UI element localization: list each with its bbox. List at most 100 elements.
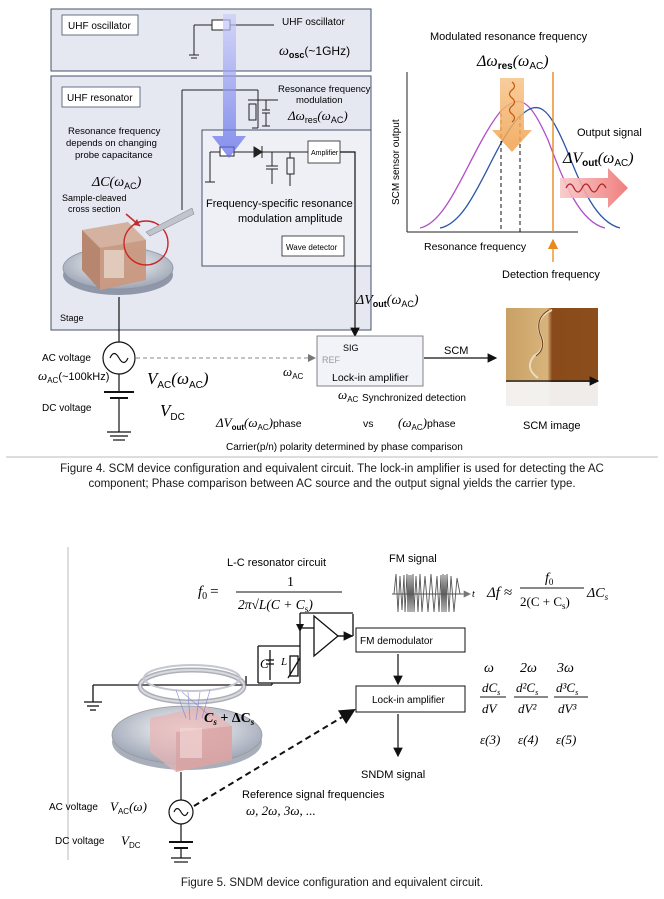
lockin-label-fig4: Lock-in amplifier [332, 372, 409, 384]
fm-signal-waveform [392, 573, 462, 613]
cs-plus-delta-cs: Cs + ΔCs [204, 711, 255, 727]
lc-resonator-circuit [84, 612, 354, 711]
sample-cleaved-line1: Sample-cleaved [62, 193, 127, 203]
svg-text:d³Cs: d³Cs [556, 680, 578, 697]
plot-top-title: Modulated resonance frequency [430, 31, 588, 43]
svg-text:Δf ≈: Δf ≈ [486, 585, 512, 601]
res-freq-mod-line2: modulation [296, 95, 342, 106]
output-signal-arrow [560, 168, 628, 208]
res-freq-mod-line1: Resonance frequency [278, 84, 371, 95]
lockin-label-fig5: Lock-in amplifier [372, 695, 445, 706]
signal-line-to-lockin [340, 151, 360, 338]
lc-circuit-title: L-C resonator circuit [227, 557, 326, 569]
stage-and-sample [62, 207, 195, 295]
uhf-beam [212, 14, 246, 158]
lockin-ref-label: REF [322, 355, 341, 365]
depends-line2: depends on changing [66, 138, 157, 149]
detection-frequency-label: Detection frequency [502, 269, 600, 281]
oscillator-circuit-symbol [189, 19, 274, 59]
svg-text:dV: dV [482, 701, 499, 716]
svg-text:ω: ω [484, 661, 494, 676]
sndm-probe-and-sample [111, 664, 263, 772]
svg-text:dCs: dCs [482, 680, 500, 697]
uhf-oscillator-symbol-label: UHF oscillator [282, 17, 345, 28]
freq-specific-line1: Frequency-specific resonance [206, 198, 353, 210]
scm-image [506, 308, 600, 406]
dc-voltage-label-fig5: DC voltage [55, 836, 105, 847]
fm-demodulator-label: FM demodulator [360, 636, 433, 647]
c-label: C [260, 656, 269, 671]
v-ac-label-fig4: VAC(ωAC) [147, 369, 209, 391]
reference-dashed-arrow-fig5 [193, 708, 356, 807]
vs-label: vs [363, 418, 374, 430]
output-signal-dv: ΔVout(ωAC) [562, 150, 634, 169]
figure5-caption: Figure 5. SNDM device configuration and … [180, 877, 484, 889]
phase-comparison-right: (ωAC)phase [398, 415, 456, 432]
fm-signal-label: FM signal [389, 553, 437, 565]
svg-text:dV²: dV² [518, 701, 537, 716]
svg-text:dV³: dV³ [558, 701, 577, 716]
ref-freq-list: ω, 2ω, 3ω, ... [246, 803, 316, 818]
plot-delta-omega: Δωres(ωAC) [476, 53, 549, 72]
plot-y-axis-label: SCM sensor output [391, 119, 402, 205]
svg-text:3ω: 3ω [556, 661, 574, 676]
figure4-caption: Figure 4. SCM device configuration and e… [10, 462, 654, 492]
amplifier-label: Amplifier [311, 150, 339, 157]
sample-cleaved-line2: cross section [68, 204, 121, 214]
svg-text:ε(5): ε(5) [556, 732, 576, 747]
depends-line3: probe capacitance [75, 150, 153, 161]
svg-text:f0: f0 [545, 571, 554, 587]
ac-dc-source-fig4 [102, 297, 136, 441]
modulation-arrow [492, 78, 532, 152]
omega-ac-sync: ωAC [338, 387, 359, 404]
lockin-amplifier-box-fig5 [355, 685, 466, 713]
svg-text:1: 1 [287, 575, 294, 590]
dc-voltage-label-fig4: DC voltage [42, 403, 92, 414]
omega-ac-freq-label: ωAC(~100kHz) [38, 368, 109, 385]
omega-osc: ωosc(~1GHz) [279, 44, 350, 60]
wave-detector-box [281, 235, 345, 257]
cross-section-highlight [123, 220, 169, 266]
svg-text:2ω: 2ω [520, 661, 537, 676]
plot-x-axis-label: Resonance frequency [424, 241, 527, 253]
svg-text:ΔCs: ΔCs [586, 586, 609, 602]
scm-arrow-label: SCM [444, 345, 468, 357]
figure4-caption-line2: component; Phase comparison between AC s… [88, 478, 576, 490]
resonance-curve-original [439, 107, 621, 229]
depends-line1: Resonance frequency [68, 126, 161, 137]
resonance-plot: Modulated resonance frequency Δωres(ωAC)… [391, 31, 642, 281]
lockin-amplifier-box-fig4 [316, 335, 424, 387]
fm-demodulator-box [355, 627, 466, 653]
sync-detection-label: Synchronized detection [362, 393, 466, 404]
v-dc-label-fig4: VDC [160, 401, 185, 423]
delta-omega-res-label: Δωres(ωAC) [287, 108, 348, 125]
v-dc-label-fig5: VDC [121, 833, 141, 850]
svg-text:f0=: f0= [198, 584, 219, 602]
phase-comparison-left: ΔVout(ωAC)phase [215, 415, 302, 432]
wave-detector-label: Wave detector [286, 243, 338, 252]
freq-specific-line2: modulation amplitude [238, 213, 343, 225]
v-ac-label-fig5: VAC(ω) [110, 799, 147, 816]
harmonics-table: ω 2ω 3ω dCs dV d²Cs dV² d³Cs dV³ ε(3) ε(… [480, 661, 588, 747]
omega-ac-ref: ωAC [283, 364, 304, 381]
l-label: L [280, 656, 287, 668]
resonator-circuit-symbol [181, 89, 278, 210]
lockin-sig-label: SIG [343, 343, 359, 353]
uhf-resonator-label-box [61, 86, 141, 108]
ac-voltage-label-fig4: AC voltage [42, 353, 91, 364]
sndm-signal-label: SNDM signal [361, 769, 425, 781]
svg-text:2π√L(C + Cs): 2π√L(C + Cs) [238, 597, 313, 614]
delta-f-formula: Δf ≈ f0 2(C + Cs) ΔCs [486, 571, 609, 611]
svg-text:2(C + Cs): 2(C + Cs) [520, 594, 570, 611]
ac-voltage-label-fig5: AC voltage [49, 802, 98, 813]
ac-dc-source-fig5 [168, 772, 194, 863]
output-signal-label: Output signal [577, 127, 642, 139]
carrier-polarity-label: Carrier(p/n) polarity determined by phas… [226, 442, 463, 453]
svg-text:ε(3): ε(3) [480, 732, 500, 747]
stage-label: Stage [60, 313, 84, 323]
delta-c-label: ΔC(ωAC) [91, 175, 142, 191]
uhf-resonator-label: UHF resonator [67, 93, 133, 104]
t-axis-label: t [472, 589, 475, 600]
figure4-caption-line1: Figure 4. SCM device configuration and e… [60, 463, 604, 475]
